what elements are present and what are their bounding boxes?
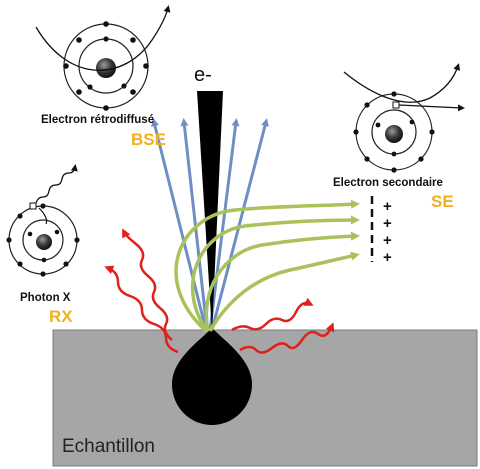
detector-sign-3: + — [383, 232, 392, 249]
bse-electrons — [63, 21, 149, 111]
se-ejection-arrow — [398, 104, 465, 112]
xray-electrons — [6, 203, 80, 277]
detector-sign-2: + — [383, 215, 392, 232]
detector-sign-4: + — [383, 249, 392, 266]
se-ejected-electron — [392, 101, 400, 109]
xray-emitted-photon — [35, 164, 78, 204]
se-arrow-4 — [208, 251, 360, 332]
xray-waves — [104, 228, 335, 354]
bse-caption: Electron rétrodiffusé — [41, 114, 154, 126]
se-nucleus — [385, 125, 403, 143]
se-arrow-3 — [204, 231, 360, 332]
electron-beam — [197, 91, 223, 332]
se-arrow-1 — [174, 199, 360, 333]
xray-nucleus — [36, 234, 52, 250]
se-arrow-2 — [190, 215, 360, 332]
bse-arrow-1 — [151, 118, 208, 331]
se-caption: Electron secondaire — [333, 177, 443, 189]
se-electrons — [353, 91, 435, 173]
se-trajectory — [343, 63, 461, 103]
xray-tag: RX — [49, 307, 73, 326]
sample-label: Echantillon — [62, 436, 155, 457]
interaction-volume — [172, 328, 252, 425]
xray-caption: Photon X — [20, 292, 71, 304]
bse-trajectory — [35, 5, 171, 71]
se-arrows — [174, 199, 360, 333]
xray-atom — [6, 164, 80, 277]
xray-transition — [38, 207, 48, 225]
beam-label: e- — [194, 64, 212, 86]
bse-atom — [35, 5, 171, 111]
detector-sign-1: + — [383, 198, 392, 215]
xray-wave-4 — [239, 322, 335, 354]
xray-vacancy — [29, 202, 37, 210]
xray-wave-1 — [122, 228, 173, 341]
bse-nucleus — [96, 58, 116, 78]
se-atom — [343, 63, 465, 173]
bse-tag: BSE — [131, 130, 166, 149]
se-detector: + + + + — [370, 196, 392, 266]
se-tag: SE — [431, 192, 454, 211]
xray-wave-3 — [231, 297, 314, 332]
xray-wave-2 — [104, 265, 179, 354]
bse-arrow-3 — [208, 118, 240, 331]
